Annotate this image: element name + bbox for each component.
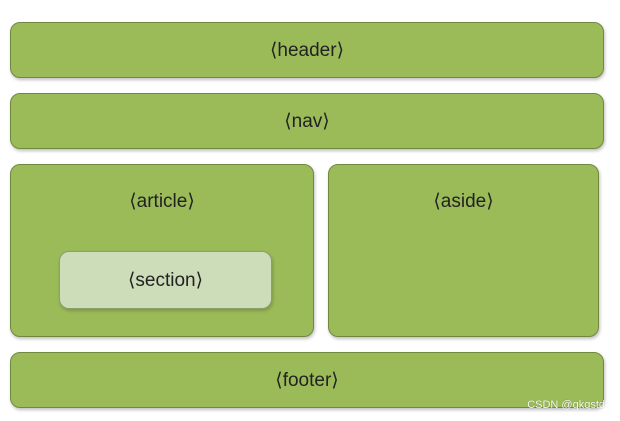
article-box: ⟨article⟩ ⟨section⟩ bbox=[10, 164, 314, 337]
section-label: ⟨section⟩ bbox=[127, 269, 204, 291]
nav-label: ⟨nav⟩ bbox=[284, 110, 330, 132]
article-label: ⟨article⟩ bbox=[129, 191, 195, 212]
header-box: ⟨header⟩ bbox=[10, 22, 604, 78]
aside-box: ⟨aside⟩ bbox=[328, 164, 599, 337]
header-label: ⟨header⟩ bbox=[270, 39, 344, 61]
watermark-text: CSDN @gkqstd bbox=[527, 399, 605, 411]
section-box: ⟨section⟩ bbox=[59, 251, 272, 309]
footer-box: ⟨footer⟩ bbox=[10, 352, 604, 408]
footer-label: ⟨footer⟩ bbox=[275, 369, 339, 391]
aside-label: ⟨aside⟩ bbox=[433, 191, 494, 212]
nav-box: ⟨nav⟩ bbox=[10, 93, 604, 149]
